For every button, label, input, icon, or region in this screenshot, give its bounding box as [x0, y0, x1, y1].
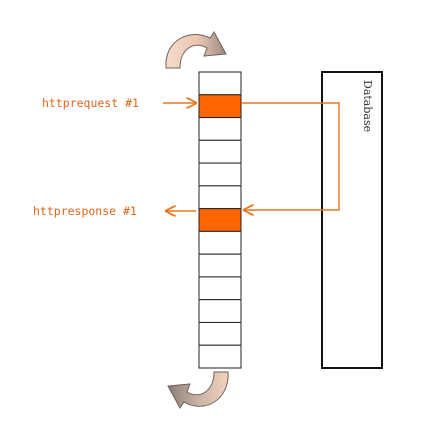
database-roundtrip-arrow [241, 102, 340, 210]
cycle-arrow-top-icon [165, 31, 227, 69]
queue-slot [198, 276, 242, 301]
queue-slot [198, 71, 242, 96]
queue-slot [198, 162, 242, 187]
event-queue [198, 71, 242, 369]
queue-slot-highlighted [198, 208, 242, 232]
database-label: Database [361, 80, 374, 132]
request-label: httprequest #1 [42, 96, 139, 110]
queue-slot [198, 230, 242, 255]
queue-slot [198, 253, 242, 278]
queue-slot [198, 139, 242, 164]
response-label: httpresponse #1 [33, 204, 137, 218]
queue-slot [198, 344, 242, 369]
queue-slot-highlighted [198, 94, 242, 119]
queue-slot [198, 321, 242, 346]
database-box [321, 71, 383, 369]
queue-slot [198, 117, 242, 141]
cycle-arrow-bottom-icon [167, 371, 229, 409]
queue-slot [198, 299, 242, 323]
queue-slot [198, 185, 242, 210]
